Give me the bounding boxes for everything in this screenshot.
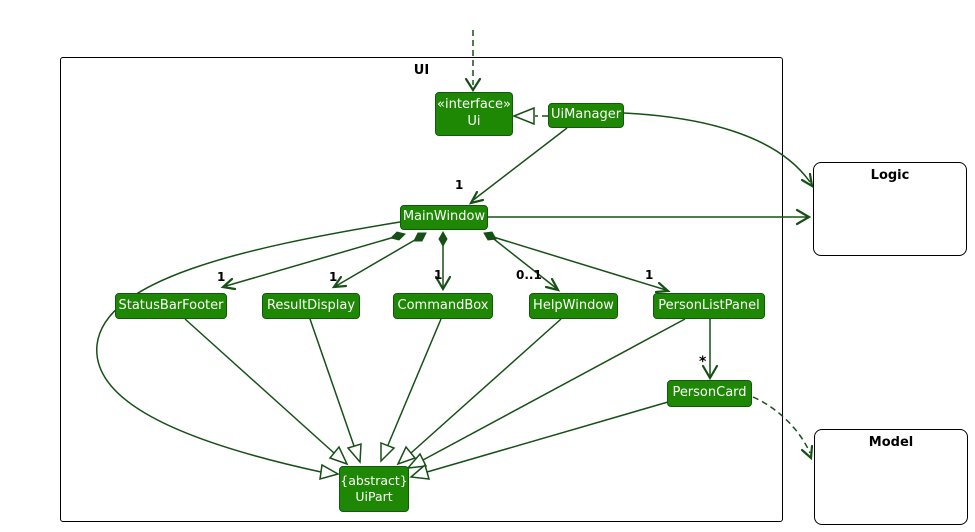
class-mainwindow: MainWindow [400, 205, 488, 230]
uipart-stereotype: {abstract} [340, 472, 408, 488]
class-resultdisplay: ResultDisplay [262, 293, 360, 319]
class-helpwindow: HelpWindow [529, 293, 618, 319]
class-uimanager: UiManager [548, 103, 624, 128]
helpwindow-name: HelpWindow [533, 297, 614, 313]
class-personcard: PersonCard [667, 380, 752, 407]
class-commandbox: CommandBox [393, 293, 493, 319]
uimanager-name: UiManager [550, 107, 622, 123]
ui-interface-stereotype: «interface» [437, 97, 511, 113]
ui-package-box: UI [60, 57, 783, 522]
ui-interface-name: Ui [467, 114, 481, 129]
resultdisplay-name: ResultDisplay [266, 297, 356, 313]
commandbox-name: CommandBox [397, 297, 489, 313]
personlistpanel-name: PersonListPanel [658, 297, 760, 313]
class-uipart: {abstract} UiPart [339, 466, 409, 512]
multiplicity-uimanager-mainwindow: 1 [455, 178, 464, 192]
mainwindow-name: MainWindow [402, 209, 486, 225]
uipart-name: UiPart [355, 489, 393, 504]
logic-component-label: Logic [870, 168, 910, 183]
multiplicity-personlistpanel: 1 [645, 268, 654, 282]
personcard-name: PersonCard [672, 385, 747, 401]
multiplicity-personcard: * [699, 354, 707, 370]
logic-component-box: Logic [813, 162, 967, 256]
multiplicity-helpwindow: 0..1 [516, 268, 542, 282]
multiplicity-resultdisplay: 1 [329, 270, 338, 284]
model-component-label: Model [868, 435, 914, 450]
ui-package-label: UI [413, 63, 430, 78]
multiplicity-commandbox: 1 [434, 268, 443, 282]
class-statusbarfooter: StatusBarFooter [115, 293, 227, 319]
model-component-box: Model [814, 429, 968, 525]
class-personlistpanel: PersonListPanel [653, 293, 765, 319]
multiplicity-statusbarfooter: 1 [217, 270, 226, 284]
statusbarfooter-name: StatusBarFooter [118, 297, 224, 313]
class-ui-interface: «interface» Ui [435, 92, 513, 136]
